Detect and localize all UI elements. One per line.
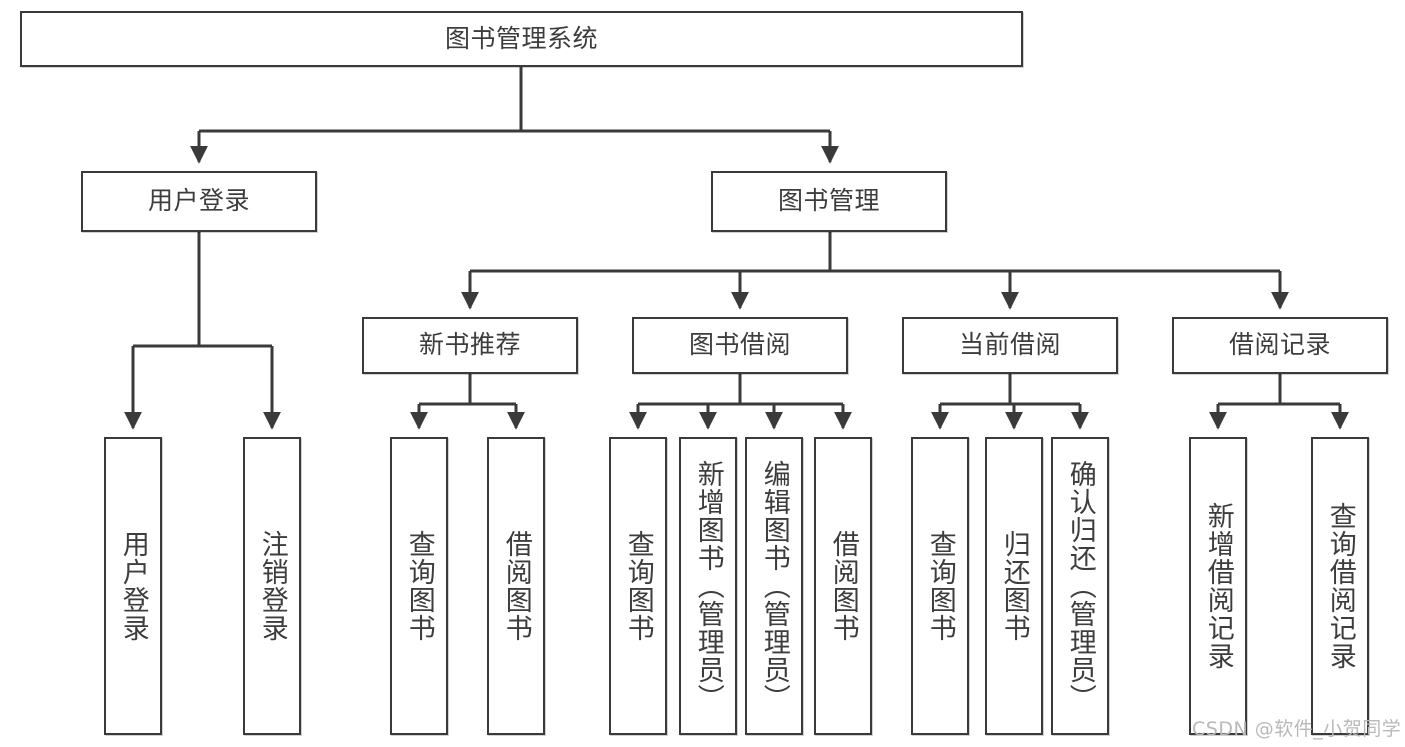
- node-leaf-borrow-query-book[interactable]: 查询图书: [609, 437, 667, 735]
- node-leaf-cur-query-book[interactable]: 查询图书: [911, 437, 969, 735]
- node-leaf-rec-add-record[interactable]: 新增借阅记录: [1189, 437, 1247, 735]
- node-leaf-cur-query-book-label: 查询图书: [924, 530, 956, 642]
- node-current-borrow[interactable]: 当前借阅: [902, 317, 1118, 374]
- node-book-borrow[interactable]: 图书借阅: [632, 317, 848, 374]
- node-user-login[interactable]: 用户登录: [81, 171, 317, 232]
- node-leaf-borrow-add-book[interactable]: 新增图书（管理员）: [679, 437, 737, 735]
- node-leaf-rec-query-book[interactable]: 查询图书: [390, 437, 448, 735]
- node-borrow-record[interactable]: 借阅记录: [1172, 317, 1388, 374]
- node-root-label: 图书管理系统: [444, 23, 598, 53]
- node-leaf-user-login[interactable]: 用户登录: [104, 437, 162, 735]
- node-leaf-user-logout[interactable]: 注销登录: [243, 437, 301, 735]
- node-leaf-cur-return-book[interactable]: 归还图书: [985, 437, 1043, 735]
- node-new-book-rec[interactable]: 新书推荐: [362, 317, 578, 374]
- node-leaf-user-login-label: 用户登录: [117, 530, 149, 642]
- node-leaf-rec-query-record[interactable]: 查询借阅记录: [1311, 437, 1369, 735]
- node-leaf-rec-query-book-label: 查询图书: [403, 530, 435, 642]
- watermark: CSDN @软件_小贺同学: [1192, 718, 1402, 740]
- node-user-login-label: 用户登录: [147, 186, 250, 216]
- node-book-manage[interactable]: 图书管理: [711, 171, 947, 232]
- node-leaf-borrow-query-book-label: 查询图书: [622, 530, 654, 642]
- node-leaf-borrow-borrow-book[interactable]: 借阅图书: [814, 437, 872, 735]
- node-book-manage-label: 图书管理: [777, 186, 880, 216]
- node-leaf-user-logout-label: 注销登录: [256, 530, 288, 642]
- node-current-borrow-label: 当前借阅: [958, 330, 1061, 360]
- node-leaf-rec-query-record-label: 查询借阅记录: [1324, 502, 1356, 670]
- node-leaf-borrow-add-book-label: 新增图书（管理员）: [692, 460, 724, 712]
- node-leaf-borrow-edit-book[interactable]: 编辑图书（管理员）: [745, 437, 803, 735]
- node-leaf-rec-add-record-label: 新增借阅记录: [1202, 502, 1234, 670]
- node-leaf-cur-confirm-return-label: 确认归还（管理员）: [1064, 460, 1096, 712]
- node-leaf-borrow-borrow-book-label: 借阅图书: [827, 530, 859, 642]
- node-borrow-record-label: 借阅记录: [1228, 330, 1331, 360]
- node-new-book-rec-label: 新书推荐: [418, 330, 521, 360]
- node-leaf-cur-confirm-return[interactable]: 确认归还（管理员）: [1051, 437, 1109, 735]
- node-leaf-rec-borrow-book[interactable]: 借阅图书: [487, 437, 545, 735]
- node-root[interactable]: 图书管理系统: [20, 11, 1023, 67]
- node-book-borrow-label: 图书借阅: [688, 330, 791, 360]
- node-leaf-rec-borrow-book-label: 借阅图书: [500, 530, 532, 642]
- node-leaf-borrow-edit-book-label: 编辑图书（管理员）: [758, 460, 790, 712]
- node-leaf-cur-return-book-label: 归还图书: [998, 530, 1030, 642]
